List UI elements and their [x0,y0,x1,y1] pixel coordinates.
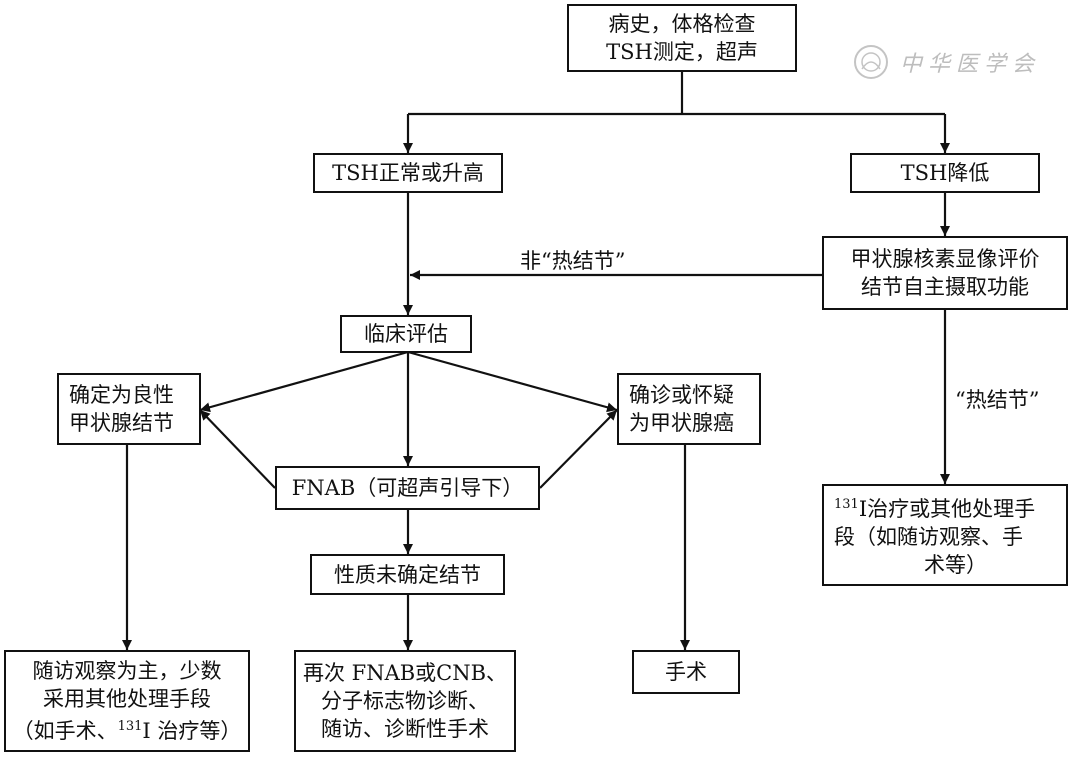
isotope-line-2: 结节自主摄取功能 [861,275,1029,299]
i131-line-1-text: I治疗或其他处理手 [858,497,1036,521]
repeat-line-1: 再次 FNAB或CNB、 [302,661,508,685]
indeterminate-box: 性质未确定结节 [310,554,505,595]
followup-box: 随访观察为主，少数 采用其他处理手段 （如手术、131I 治疗等） [4,650,250,752]
i131-line-1: 131I治疗或其他处理手 [834,491,1035,523]
followup-line-1: 随访观察为主，少数 [32,659,222,683]
surgery-label: 手术 [665,660,707,684]
repeat-line-3: 随访、诊断性手术 [321,717,489,741]
i131-box: 131I治疗或其他处理手 段（如随访观察、手 术等） [822,484,1068,586]
history-line-2: TSH测定，超声 [606,40,758,64]
edge-fnab-to-cancer [539,409,618,489]
benign-line-1: 确定为良性 [69,383,174,407]
benign-line-2: 甲状腺结节 [69,411,174,435]
society-emblem-icon [854,45,888,79]
tsh-low-box: TSH降低 [850,153,1040,193]
followup-line-3: （如手术、131I 治疗等） [13,713,242,745]
cancer-line-1: 确诊或怀疑 [629,383,734,407]
edge-clinical-to-benign [199,350,409,413]
edge-fnab-to-benign [199,409,276,489]
clinical-box: 临床评估 [340,315,472,353]
followup-line-3-post: I 治疗等） [142,719,242,743]
indeterminate-label: 性质未确定结节 [334,562,481,587]
followup-line-2: 采用其他处理手段 [43,687,211,711]
isotope-box: 甲状腺核素显像评价 结节自主摄取功能 [822,236,1068,310]
i131-sup: 131 [834,497,859,512]
watermark: 中华医学会 [852,40,1052,84]
i131-line-3: 术等） [924,553,987,577]
repeat-line-2: 分子标志物诊断、 [321,689,489,713]
fnab-label: FNAB（可超声引导下） [291,476,524,500]
clinical-label: 临床评估 [364,322,448,346]
watermark-text: 中华医学会 [900,52,1041,77]
fnab-box: FNAB（可超声引导下） [275,466,540,510]
edge-clinical-to-cancer [407,350,618,413]
cancer-box: 确诊或怀疑 为甲状腺癌 [617,373,761,445]
repeat-box: 再次 FNAB或CNB、 分子标志物诊断、 随访、诊断性手术 [294,650,516,752]
hot-label: “热结节” [955,388,1040,412]
i131-line-2: 段（如随访观察、手 [834,525,1023,549]
followup-line-3-pre: （如手术、 [12,719,118,743]
history-box: 病史，体格检查 TSH测定，超声 [567,4,797,72]
tsh-normal-label: TSH正常或升高 [332,161,484,185]
followup-sup: 131 [117,719,143,734]
tsh-normal-box: TSH正常或升高 [313,153,503,193]
surgery-box: 手术 [632,650,740,694]
non-hot-label: 非“热结节” [520,249,626,273]
tsh-low-label: TSH降低 [900,161,990,185]
cancer-line-2: 为甲状腺癌 [629,411,734,435]
isotope-line-1: 甲状腺核素显像评价 [850,247,1040,271]
benign-box: 确定为良性 甲状腺结节 [57,373,201,445]
history-line-1: 病史，体格检查 [608,12,756,36]
